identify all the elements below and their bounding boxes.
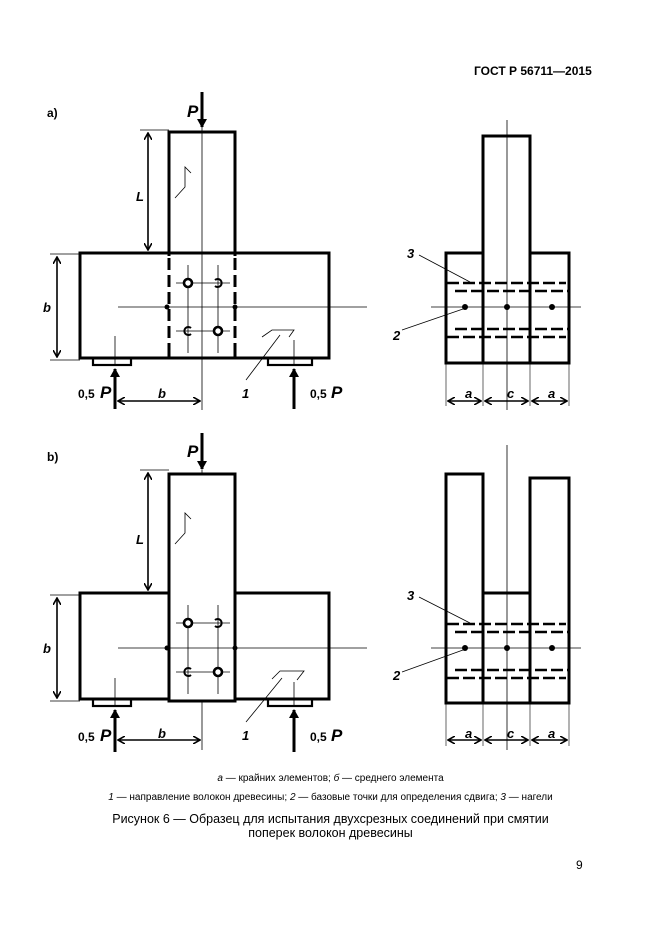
dim-a-left: a bbox=[465, 386, 472, 401]
span-dim-label: b bbox=[158, 726, 166, 741]
callout-3: 3 bbox=[407, 588, 415, 603]
dim-a-right: a bbox=[548, 726, 555, 741]
reaction-right-coef: 0,5 bbox=[310, 387, 327, 401]
figure-title-line-2: поперек волокон древесины bbox=[248, 826, 413, 840]
figure-a-label: а) bbox=[47, 106, 58, 120]
length-dim-label: L bbox=[136, 532, 144, 547]
load-p-label: P bbox=[187, 442, 199, 461]
legend-text-1: — направление волокон древесины; bbox=[113, 792, 290, 803]
reaction-left-coef: 0,5 bbox=[78, 387, 95, 401]
legend-text-2: — базовые точки для определения сдвига; bbox=[295, 792, 501, 803]
legend-text-b: — среднего элемента bbox=[339, 773, 444, 784]
callout-2: 2 bbox=[392, 328, 401, 343]
load-p-label: P bbox=[187, 102, 199, 121]
legend-num-1: 1 bbox=[108, 792, 114, 803]
reaction-right-symbol: P bbox=[331, 383, 343, 402]
legend-line-2: 1 — направление волокон древесины; 2 — б… bbox=[0, 792, 661, 803]
legend-text-a: — крайних элементов; bbox=[222, 773, 334, 784]
callout-1: 1 bbox=[242, 386, 249, 401]
legend-num-3: 3 bbox=[500, 792, 506, 803]
support-right bbox=[266, 356, 314, 367]
dim-c: c bbox=[507, 726, 515, 741]
figure-a-side: 3 2 a c a bbox=[392, 120, 581, 410]
callout-1: 1 bbox=[242, 728, 249, 743]
legend-sym-b: б bbox=[333, 773, 340, 784]
legend-sym-a: а bbox=[217, 773, 223, 784]
figure-b-side: 3 2 a c a bbox=[392, 445, 581, 750]
reaction-right-coef: 0,5 bbox=[310, 730, 327, 744]
reaction-left-symbol: P bbox=[100, 726, 112, 745]
reaction-right-symbol: P bbox=[331, 726, 343, 745]
figure-a-front: а) P L bbox=[43, 92, 367, 410]
figure-b-label: b) bbox=[47, 450, 58, 464]
figure-title: Рисунок 6 — Образец для испытания двухср… bbox=[0, 812, 661, 840]
dowels bbox=[176, 265, 230, 353]
callout-3: 3 bbox=[407, 246, 415, 261]
middle-element bbox=[167, 472, 237, 703]
legend-num-2: 2 bbox=[289, 792, 296, 803]
reaction-left-coef: 0,5 bbox=[78, 730, 95, 744]
standard-number: ГОСТ Р 56711—2015 bbox=[474, 64, 592, 78]
figure-b-front: b) P L b 0,5 P bbox=[43, 433, 367, 752]
legend-line-1: а — крайних элементов; б — среднего элем… bbox=[0, 773, 661, 784]
page-number: 9 bbox=[576, 858, 583, 872]
span-dim-label: b bbox=[158, 386, 166, 401]
support-left bbox=[91, 356, 133, 367]
outer-element bbox=[78, 251, 331, 360]
length-dim-label: L bbox=[136, 189, 144, 204]
dim-a-right: a bbox=[548, 386, 555, 401]
callout-2: 2 bbox=[392, 668, 401, 683]
height-dim-label: b bbox=[43, 641, 51, 656]
height-dim-label: b bbox=[43, 300, 51, 315]
reaction-left-symbol: P bbox=[100, 383, 112, 402]
legend-text-3: — нагели bbox=[505, 792, 553, 803]
dim-a-left: a bbox=[465, 726, 472, 741]
figure-title-line-1: Рисунок 6 — Образец для испытания двухср… bbox=[112, 812, 549, 826]
dim-c: c bbox=[507, 386, 515, 401]
